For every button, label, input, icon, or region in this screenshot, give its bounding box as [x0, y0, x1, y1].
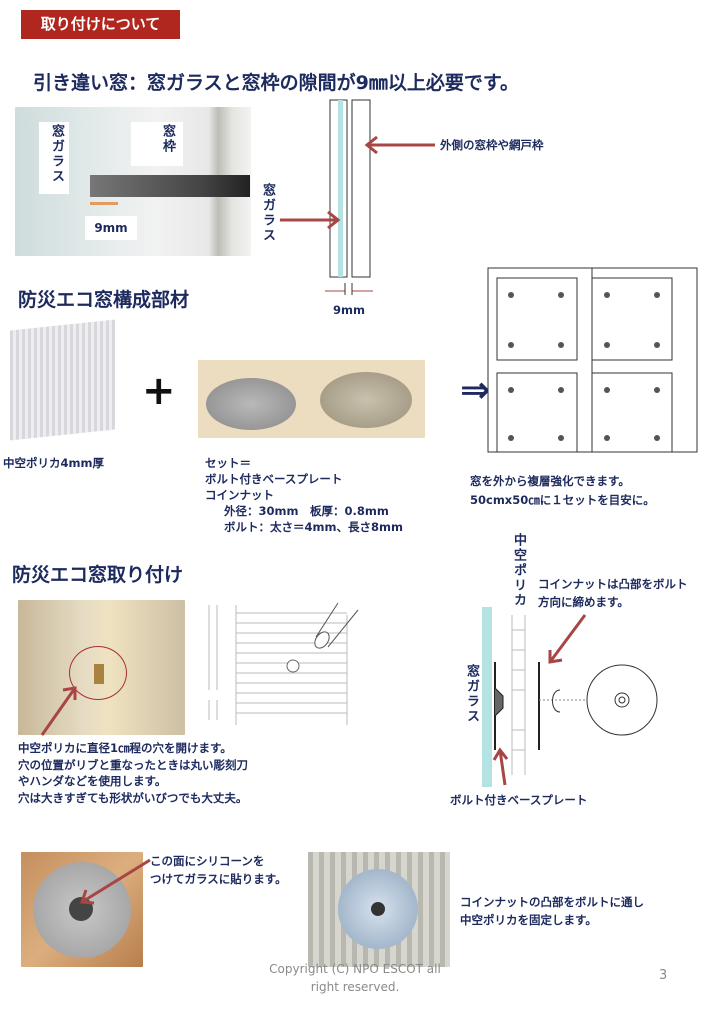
set-description: セット＝ ボルト付きベースプレート コインナット 外径：30mm 板厚：0.8m… [205, 455, 403, 535]
set-line: ボルト付きベースプレート [205, 472, 343, 486]
drilled-hole-photo [18, 600, 185, 735]
note-line: コインナットの凸部をボルトに通し [460, 895, 644, 909]
set-line: セット＝ [205, 456, 251, 470]
silicone-note: この面にシリコーンを つけてガラスに貼ります。 [150, 852, 287, 888]
window-note: 窓を外から複層強化できます。 50cmx50㎝に１セットを目安に。 [470, 472, 655, 510]
note-line: 方向に締めます。 [538, 595, 629, 609]
page-number: 3 [659, 968, 668, 983]
arrow-icon [548, 614, 587, 664]
gap-measurement-photo: 窓ガラス 窓枠 9mm [15, 107, 251, 256]
gap-diagram-label: 9mm [333, 303, 365, 317]
note-line: この面にシリコーンを [150, 854, 265, 868]
base-plate-photo [21, 852, 143, 967]
polycarbonate-photo [10, 319, 115, 441]
section-header: 取り付けについて [21, 10, 180, 39]
base-plate [206, 378, 296, 430]
note-line: コインナットは凸部をボルト [538, 577, 688, 591]
arrow-icon [492, 747, 509, 786]
drilling-sketch [208, 602, 359, 725]
set-line: 外径：30mm 板厚：0.8mm [224, 504, 389, 518]
note-line: 中空ポリカを固定します。 [460, 913, 597, 927]
polycarbonate-vertical-label: 中空ポリカ [511, 533, 526, 608]
instruction-line: 穴の位置がリブと重なったときは丸い彫刻刀 [18, 757, 248, 772]
plus-icon: + [142, 368, 176, 414]
instruction-line: やハンダなどを使用します。 [18, 774, 167, 788]
copyright-line: right reserved. [310, 980, 400, 994]
fix-note: コインナットの凸部をボルトに通し 中空ポリカを固定します。 [460, 893, 644, 929]
sliding-window-title: 引き違い窓：窓ガラスと窓枠の隙間が9㎜以上必要です。 [33, 72, 519, 94]
coin-nut [320, 372, 412, 428]
set-line: ボルト：太さ＝4mm、長さ8mm [224, 520, 403, 534]
coin-nut-note: コインナットは凸部をボルト 方向に締めます。 [538, 575, 688, 611]
glass-vertical-label: 窓ガラス [464, 664, 479, 724]
glass-pane [338, 100, 343, 277]
arrow-icon [280, 210, 341, 230]
assembly-diagram [482, 607, 658, 787]
outer-frame-label: 外側の窓枠や網戸枠 [440, 138, 544, 152]
highlight-circle [69, 646, 127, 700]
gap-diagram [280, 99, 435, 295]
instruction-line: 穴は大きすぎても形状がいびつでも大丈夫。 [18, 790, 248, 805]
window-note-line: 窓を外から複層強化できます。 [470, 474, 630, 488]
chisel-icon [314, 602, 359, 649]
gap-arrow-icon [90, 202, 118, 205]
glass-label: 窓ガラス [39, 122, 69, 194]
glass-diagram-label: 窓ガラス [260, 183, 275, 243]
copyright: Copyright (C) NPO ESCOT all right reserv… [235, 960, 475, 996]
set-line: コインナット [205, 488, 274, 502]
instruction-line: 中空ポリカに直径1㎝程の穴を開けます。 [18, 741, 232, 755]
ruler [90, 175, 250, 197]
base-plate-label: ボルト付きベースプレート [450, 793, 588, 807]
window-note-line: 50cmx50㎝に１セットを目安に。 [470, 493, 655, 507]
frame-label: 窓枠 [131, 122, 183, 166]
copyright-line: Copyright (C) NPO ESCOT all [269, 962, 441, 976]
arrow-icon [364, 135, 435, 155]
arrow-icon [79, 858, 151, 905]
implies-arrow-icon: ⇒ [460, 370, 491, 411]
components-title: 防災エコ窓構成部材 [18, 289, 190, 311]
hole [94, 664, 104, 684]
coin-nut-photo [198, 360, 425, 438]
hole-instructions: 中空ポリカに直径1㎝程の穴を開けます。 穴の位置がリブと重なったときは丸い彫刻刀… [18, 740, 248, 806]
gap-label: 9mm [85, 216, 137, 240]
bolt [371, 902, 385, 916]
arrow-icon [40, 686, 77, 736]
window-layout-diagram [487, 267, 698, 453]
polycarbonate-label: 中空ポリカ4mm厚 [3, 456, 104, 470]
installation-title: 防災エコ窓取り付け [12, 564, 184, 586]
fixed-coin-nut-photo [308, 852, 450, 967]
note-line: つけてガラスに貼ります。 [150, 872, 287, 886]
